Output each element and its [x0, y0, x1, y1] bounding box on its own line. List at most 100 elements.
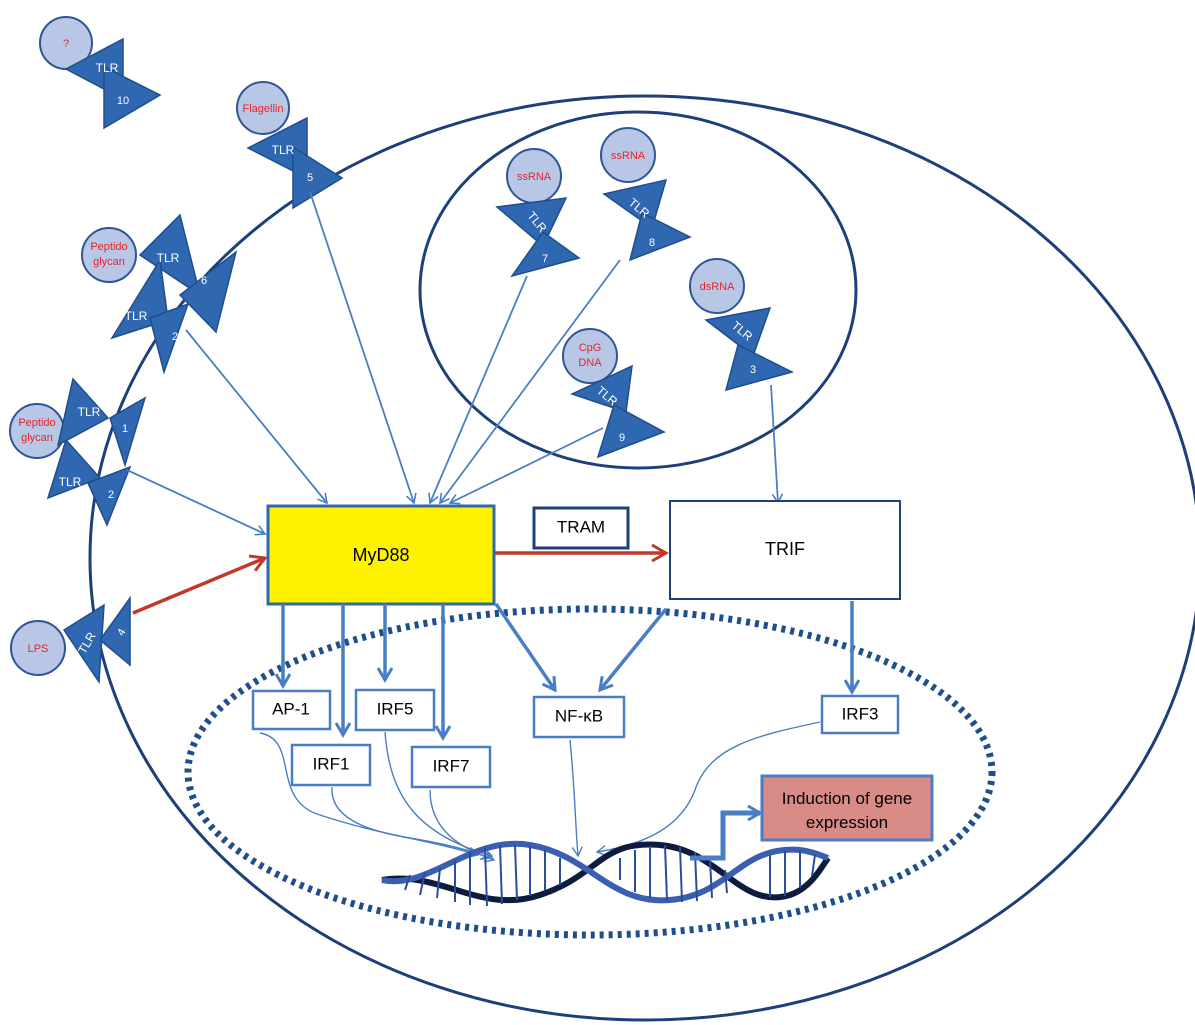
ligand-dsrna-label: dsRNA — [700, 281, 736, 293]
irf5-label: IRF5 — [377, 699, 414, 718]
tlr2b-triangle-a — [46, 438, 102, 500]
tlr1-label: TLR — [78, 405, 101, 419]
tlr1-number: 1 — [122, 423, 128, 435]
tlr2a-triangle-b — [149, 302, 190, 375]
tram-label: TRAM — [557, 517, 605, 536]
tlr1-triangle-b — [109, 396, 147, 468]
tlr5-label: TLR — [272, 143, 295, 157]
tlr6-label: TLR — [157, 251, 180, 265]
tlr9-receptor: CpG DNA TLR 9 — [562, 328, 666, 459]
tlr2b-label: TLR — [59, 475, 82, 489]
irf7-box — [410, 745, 492, 789]
tlr10-label: TLR — [96, 61, 119, 75]
ligand-circle — [600, 127, 656, 183]
tlr5-lower-triangle — [292, 145, 344, 210]
irf1-label: IRF1 — [313, 754, 350, 773]
tlr6-tlr2-receptor: Peptido glycan TLR 6 TLR 2 — [81, 213, 238, 375]
ligand-peptidoglycan-b-line2: glycan — [21, 432, 53, 444]
receptor-to-myd88-arrows — [126, 191, 784, 536]
ligand-ssrna-b-label: ssRNA — [611, 150, 646, 162]
ligand-peptidoglycan-a-line2: glycan — [93, 256, 125, 268]
arrow-tlr6-2-myd88 — [185, 329, 329, 505]
myd88-box — [266, 504, 496, 606]
tlr10-number: 10 — [117, 95, 129, 107]
tlr1-triangle-a — [56, 377, 110, 447]
ligand-circle — [10, 620, 66, 676]
ligand-circle — [9, 403, 65, 459]
tlr5-receptor: Flagellin TLR 5 — [236, 81, 344, 210]
tlr8-receptor: ssRNA TLR 8 — [600, 127, 692, 262]
tlr9-lower-triangle — [596, 403, 666, 459]
adaptor-to-tf-arrows — [283, 601, 852, 738]
tlr7-receptor: ssRNA TLR 7 — [495, 148, 581, 278]
trif-box — [669, 500, 901, 600]
induction-line2: expression — [806, 813, 888, 832]
irf1-box — [290, 743, 372, 787]
ligand-lps-label: LPS — [28, 643, 49, 655]
ligand-peptidoglycan-b-line1: Peptido — [18, 417, 55, 429]
tlr10-receptor: ? TLR 10 — [39, 16, 162, 130]
tlr2a-number: 2 — [172, 331, 178, 343]
ap1-label: AP-1 — [272, 699, 310, 718]
induction-box — [760, 774, 934, 842]
arrow-tlr4-myd88 — [132, 558, 265, 615]
arrow-irf3-dna — [595, 721, 821, 857]
tlr6-number: 6 — [201, 275, 207, 287]
tlr7-lower-triangle — [510, 230, 581, 278]
nucleus — [184, 605, 996, 939]
tram-box — [532, 506, 630, 550]
ap1-box — [251, 689, 332, 731]
tlr7-number: 7 — [542, 253, 548, 265]
tlr3-receptor: dsRNA TLR 3 — [689, 258, 795, 392]
tlr4-number: 4 — [115, 627, 128, 638]
nfkb-label: NF-κB — [555, 706, 603, 725]
tlr9-upper-triangle — [569, 364, 633, 413]
tlr7-upper-triangle — [495, 197, 568, 248]
endosome — [418, 110, 858, 470]
ligand-circle — [236, 81, 290, 135]
irf5-box — [354, 688, 436, 732]
arrow-irf7-dna — [429, 789, 496, 863]
arrow-tlr8-myd88 — [439, 259, 621, 505]
dna-helix — [381, 840, 831, 907]
arrow-nfkb-dna — [569, 739, 583, 858]
ligand-circle — [689, 258, 745, 314]
tlr3-lower-triangle — [724, 343, 795, 392]
ligand-peptidoglycan-a-line1: Peptido — [90, 241, 127, 253]
tlr3-upper-triangle — [704, 307, 772, 358]
arrow-trif-nfkb — [600, 607, 668, 690]
arrow-irf1-dna — [331, 786, 492, 860]
induction-line1: Induction of gene — [782, 789, 912, 808]
arrow-myd88-nfkb — [494, 603, 555, 690]
tlr2b-triangle-b — [86, 465, 132, 527]
nfkb-box — [532, 695, 626, 739]
arrow-tlr7-myd88 — [428, 275, 528, 505]
tlr4-receptor: LPS TLR 4 — [10, 595, 131, 685]
arrow-tlr3-trif — [770, 384, 784, 505]
ligand-flagellin-label: Flagellin — [243, 103, 284, 115]
arrow-irf5-dna — [384, 731, 494, 859]
tlr8-lower-triangle — [628, 211, 692, 262]
irf3-box — [820, 694, 900, 735]
ligand-unknown-label: ? — [63, 38, 69, 50]
cell-membrane — [88, 94, 1195, 1022]
ligand-cpg-line1: CpG — [579, 342, 602, 354]
arrow-tlr9-myd88 — [448, 427, 604, 505]
trif-label: TRIF — [765, 539, 805, 559]
tlr10-lower-triangle — [103, 65, 162, 130]
tlr8-number: 8 — [649, 237, 655, 249]
tlr6-triangle-a — [138, 213, 202, 297]
arrow-gene-induction — [690, 813, 760, 861]
irf3-label: IRF3 — [842, 704, 879, 723]
tlr1-tlr2-receptor: Peptido glycan TLR 1 TLR 2 — [9, 377, 147, 527]
irf7-label: IRF7 — [433, 756, 470, 775]
arrow-tlr1-2-myd88 — [126, 469, 267, 536]
ligand-cpg-line2: DNA — [578, 357, 602, 369]
ligand-circle — [562, 328, 618, 384]
tlr4-triangle-b — [98, 595, 131, 667]
arrow-ap1-dna — [259, 732, 480, 858]
myd88-label: MyD88 — [352, 545, 409, 565]
dna-strand-a — [381, 841, 831, 904]
tlr5-number: 5 — [307, 172, 313, 184]
